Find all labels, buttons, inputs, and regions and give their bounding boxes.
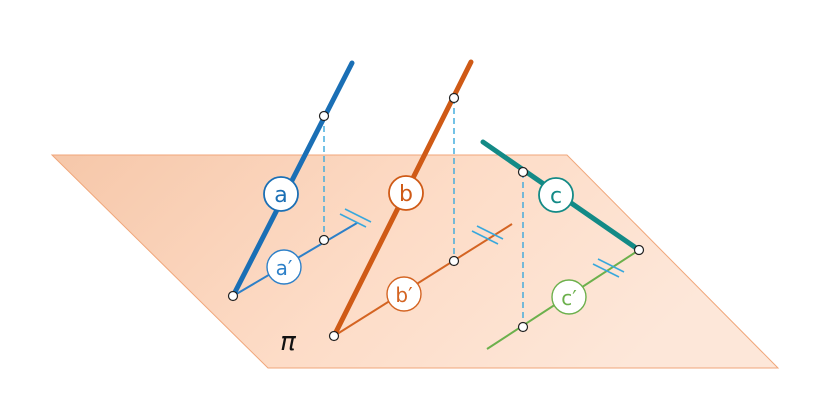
- label-b-prime-text: b′: [395, 283, 413, 307]
- point-c-proj: [517, 321, 529, 333]
- point-c-upper: [517, 166, 529, 178]
- point-a-upper: [318, 110, 330, 122]
- plane-label: π: [280, 327, 296, 357]
- parallel-mark-b-2: [476, 225, 504, 240]
- parallel-mark-a-1: [339, 213, 367, 228]
- label-c-prime-text: c′: [561, 286, 577, 310]
- point-a-proj: [318, 234, 330, 246]
- label-c: c: [538, 177, 574, 213]
- point-b-upper: [448, 92, 460, 104]
- point-b-intersection: [328, 330, 340, 342]
- label-a-prime: a′: [266, 249, 302, 285]
- label-c-text: c: [550, 184, 562, 209]
- parallel-mark-c-2: [597, 258, 625, 273]
- label-a-text: a: [274, 183, 287, 208]
- label-a-prime-text: a′: [276, 256, 293, 280]
- parallel-marks: [339, 208, 625, 278]
- label-b-prime: b′: [386, 276, 422, 312]
- point-c-intersection: [633, 244, 645, 256]
- label-b-text: b: [399, 182, 413, 207]
- points: [227, 92, 645, 342]
- projection-line-b: [333, 223, 513, 337]
- parallel-mark-b-1: [471, 230, 499, 245]
- parallel-mark-a-2: [344, 208, 372, 223]
- label-c-prime: c′: [551, 279, 587, 315]
- parallel-mark-c-1: [592, 263, 620, 278]
- point-a-intersection: [227, 290, 239, 302]
- label-b: b: [388, 175, 424, 211]
- line-a: [230, 60, 355, 299]
- plane-pi: [50, 154, 780, 369]
- label-a: a: [263, 176, 299, 212]
- projector-lines: [323, 98, 524, 327]
- point-b-proj: [448, 255, 460, 267]
